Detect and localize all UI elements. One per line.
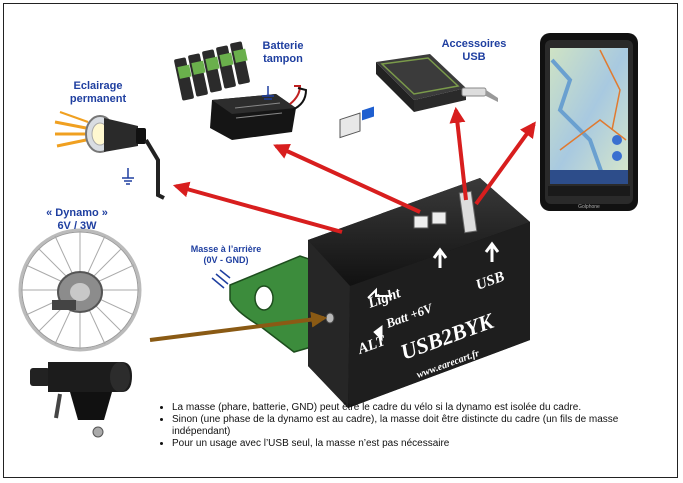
label-batterie-line1: Batterie [262,40,304,52]
headlamp [54,111,165,200]
usb2byk-box [308,106,530,408]
label-usb-line1: Accessoires [441,38,507,50]
smartphone [540,33,638,211]
connection-arrows [149,106,536,342]
label-dynamo-line1: « Dynamo » [46,207,108,219]
label-masse: Masse à l’arrière (0V - GND) [178,244,274,266]
label-batterie: Batterie tampon [250,40,316,66]
note-item: Sinon (une phase de la dynamo est au cad… [172,414,660,438]
label-masse-line1: Masse à l’arrière [190,244,262,254]
ground-bracket [211,255,319,353]
label-batterie-line2: tampon [263,53,303,65]
label-dynamo-line2: 6V / 3W [57,220,97,232]
label-eclairage-line2: permanent [69,93,127,105]
label-usb-accessories: Accessoires USB [432,38,516,64]
label-dynamo: « Dynamo » 6V / 3W [32,207,122,233]
arrow-from-dynamo [149,311,328,342]
note-item: Pour un usage avec l’USB seul, la masse … [172,438,660,450]
label-eclairage-line1: Eclairage [73,80,123,92]
arrow-to-headlamp [172,181,343,234]
phone-brand: Golphone [578,204,600,210]
label-masse-line2: (0V - GND) [203,255,249,265]
note-item: La masse (phare, batterie, GND) peut êtr… [172,402,660,414]
arrow-to-battery [273,144,421,214]
bottle-dynamo [30,362,132,438]
usb-powerbank [376,54,498,112]
label-usb-line2: USB [462,51,486,63]
label-eclairage: Eclairage permanent [60,80,136,106]
arrow-to-powerbank [449,106,468,201]
arrow-to-phone [474,121,536,206]
notes-list: La masse (phare, batterie, GND) peut êtr… [160,402,660,450]
box-arrows [367,241,500,342]
battery-cells [174,41,250,101]
battery-holder [210,85,308,140]
dynamo-hub-wheel [18,228,142,352]
